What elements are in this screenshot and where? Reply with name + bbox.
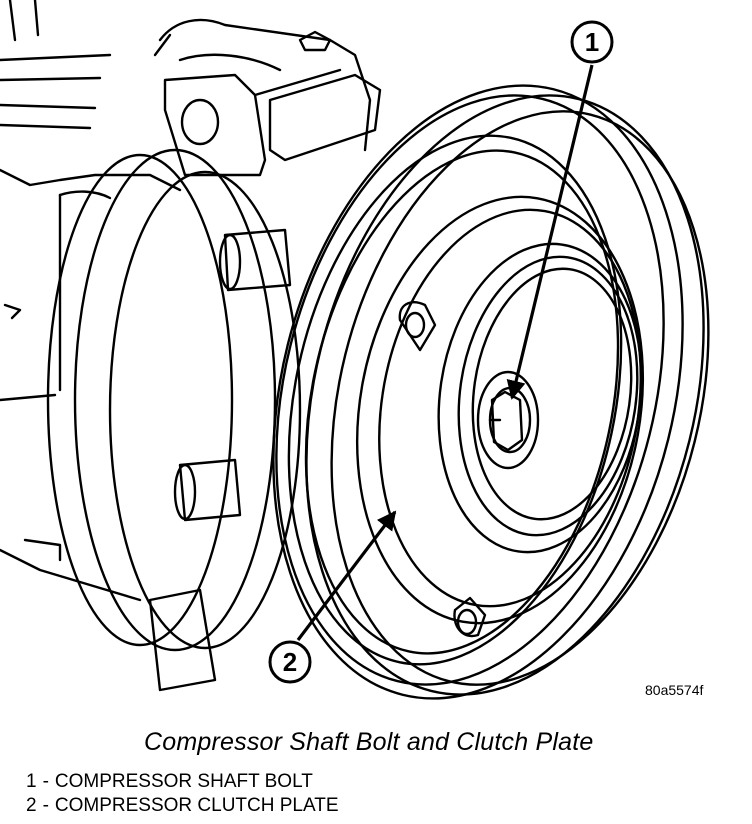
callout-2-number: 2 [283, 647, 297, 677]
legend-item-number: 2 [26, 795, 37, 816]
legend: 1 - COMPRESSOR SHAFT BOLT 2 - COMPRESSOR… [26, 770, 339, 818]
legend-item-separator: - [42, 771, 49, 792]
callout-1-circle [570, 20, 614, 64]
callout-1-number: 1 [585, 27, 599, 57]
legend-item-text: COMPRESSOR CLUTCH PLATE [54, 795, 339, 816]
compressor-illustration: 1 2 [0, 0, 710, 700]
side-bosses [148, 228, 292, 692]
clutch-plate [355, 195, 645, 638]
shaft-bolt [476, 370, 540, 470]
legend-item-2: 2 - COMPRESSOR CLUTCH PLATE [26, 794, 339, 818]
legend-item-number: 1 [26, 771, 37, 792]
legend-item-text: COMPRESSOR SHAFT BOLT [54, 771, 313, 792]
mounting-bracket [153, 18, 382, 177]
callout-1-leader [506, 64, 594, 400]
pulley [272, 84, 710, 700]
figure-caption: Compressor Shaft Bolt and Clutch Plate [144, 728, 594, 756]
callout-1: 1 [506, 20, 614, 400]
callout-2: 2 [268, 510, 397, 684]
callout-2-leader [296, 510, 397, 641]
legend-item-1: 1 - COMPRESSOR SHAFT BOLT [26, 770, 339, 794]
compressor-body [0, 0, 302, 652]
figure-code: 80a5574f [645, 682, 704, 698]
legend-item-separator: - [42, 795, 49, 816]
callout-2-circle [268, 640, 312, 684]
